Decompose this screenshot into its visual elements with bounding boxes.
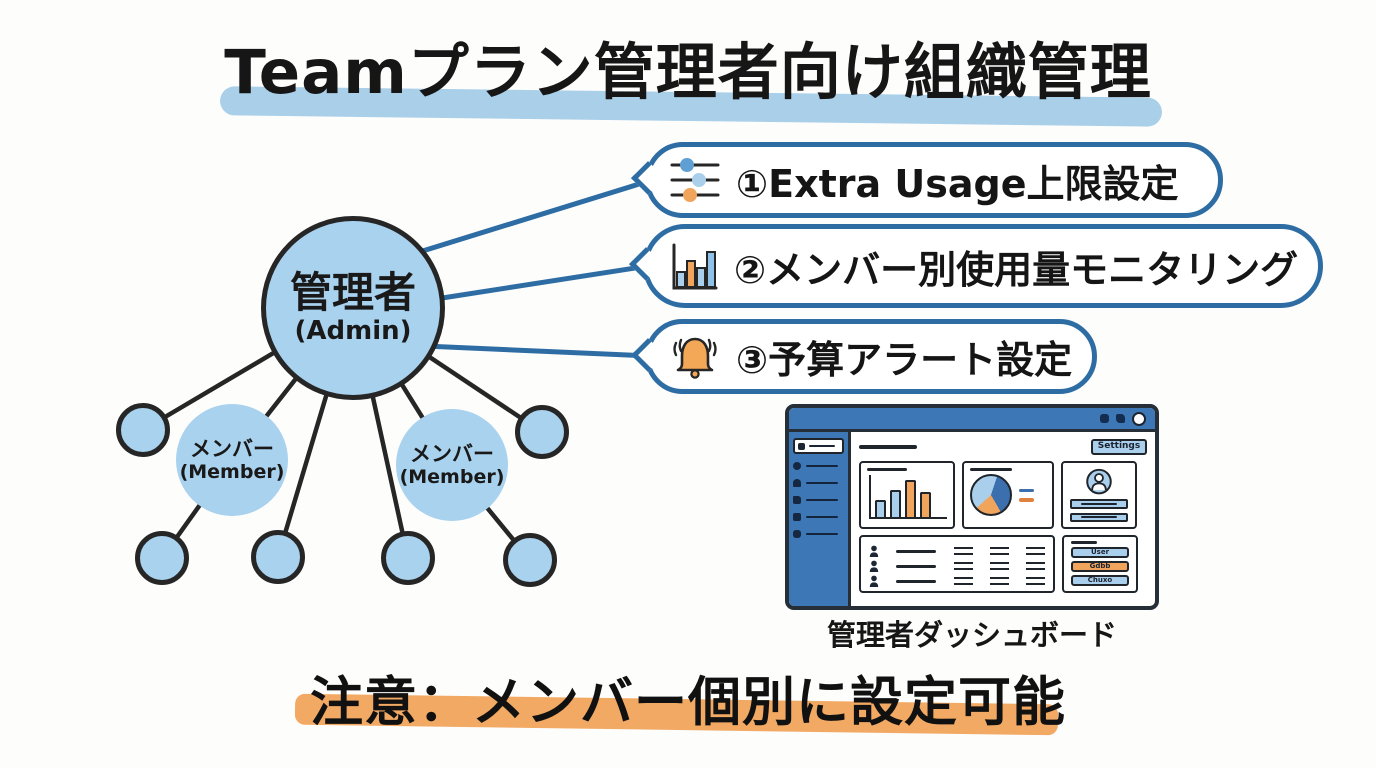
- table-row: [869, 575, 1045, 587]
- dashboard-illustration: Settings: [785, 404, 1159, 610]
- quick-actions-card: User Gdbb Chuxo: [1062, 535, 1138, 593]
- sidebar-item: [793, 529, 844, 539]
- pie-chart-icon: [970, 474, 1012, 516]
- callout-text: ③予算アラート設定: [736, 338, 1073, 382]
- bell-icon: [673, 337, 717, 379]
- page-title: Teamプラン管理者向け組織管理: [224, 37, 1152, 108]
- dashboard-caption: 管理者ダッシュボード: [826, 618, 1117, 652]
- bar-chart-icon: [672, 243, 718, 290]
- person-icon: [869, 545, 879, 557]
- members-table-card: [859, 535, 1055, 593]
- admin-label: 管理者: [289, 267, 416, 317]
- profile-field: [1070, 512, 1128, 522]
- member-node-small: [515, 405, 569, 459]
- avatar-icon: [1086, 468, 1112, 495]
- home-icon: [798, 442, 805, 450]
- sidebar-item: [793, 512, 844, 522]
- settings-button: Settings: [1091, 439, 1147, 455]
- gear-icon: [793, 530, 801, 538]
- admin-node: 管理者 (Admin): [261, 216, 445, 400]
- team-icon: [793, 479, 801, 487]
- member-sublabel: (Member): [399, 466, 505, 489]
- member-node-small: [135, 531, 189, 585]
- member-node-small: [116, 403, 170, 457]
- usage-pie-chart-card: [962, 461, 1054, 529]
- sidebar-item: [793, 461, 844, 471]
- member-sublabel: (Member): [179, 461, 285, 484]
- dashboard-main: Settings: [851, 432, 1155, 606]
- member-node-small: [381, 531, 435, 585]
- dashboard-title-line: [859, 445, 917, 449]
- member-node-small: [503, 533, 557, 587]
- mini-bar-chart: [869, 475, 947, 519]
- member-label: メンバー: [410, 441, 494, 466]
- profile-field: [1070, 499, 1128, 509]
- callout-text: ②メンバー別使用量モニタリング: [734, 247, 1299, 292]
- table-row: [869, 560, 1045, 572]
- member-node-small: [251, 530, 305, 584]
- action-button: Gdbb: [1071, 561, 1129, 572]
- callout-text: ①Extra Usage上限設定: [736, 161, 1179, 206]
- person-icon: [869, 560, 879, 572]
- dashboard-sidebar: [789, 432, 851, 606]
- user-icon: [793, 462, 801, 470]
- member-node: メンバー (Member): [176, 404, 288, 516]
- callout-budget-alert: ③予算アラート設定: [645, 319, 1097, 394]
- window-menu-icon: [1100, 414, 1109, 423]
- sliders-icon: [670, 158, 720, 202]
- usage-bar-chart-card: [859, 461, 955, 529]
- note-text: 注意：メンバー個別に設定可能: [310, 672, 1066, 733]
- sidebar-item: [793, 478, 844, 488]
- window-account-icon: [1132, 411, 1146, 426]
- member-label: メンバー: [190, 436, 274, 461]
- window-titlebar: [789, 408, 1155, 432]
- action-button: User: [1071, 547, 1129, 558]
- sidebar-item-active: [793, 438, 844, 454]
- person-icon: [869, 575, 879, 587]
- document-icon: [793, 513, 801, 521]
- callout-usage-monitoring: ②メンバー別使用量モニタリング: [643, 224, 1323, 308]
- member-node: メンバー (Member): [396, 409, 508, 521]
- table-row: [869, 545, 1045, 557]
- sidebar-item: [793, 495, 844, 505]
- action-button: Chuxo: [1071, 575, 1129, 586]
- profile-card: [1061, 461, 1137, 529]
- folder-icon: [793, 496, 801, 504]
- pie-legend: [1019, 488, 1034, 502]
- window-apps-icon: [1116, 414, 1125, 423]
- callout-extra-usage: ①Extra Usage上限設定: [645, 142, 1223, 218]
- admin-sublabel: (Admin): [294, 316, 412, 347]
